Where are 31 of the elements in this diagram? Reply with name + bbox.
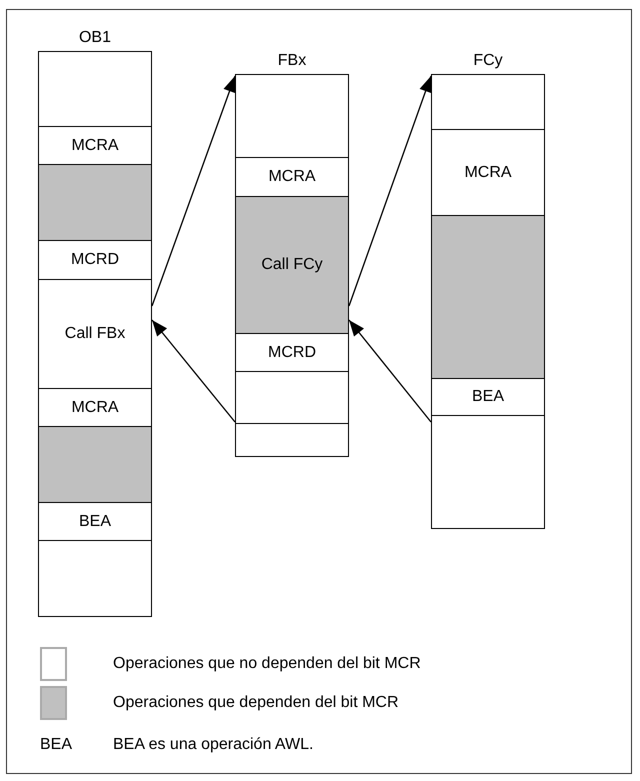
code-segment: MCRA — [38, 388, 152, 427]
call-arrow — [152, 320, 236, 422]
code-segment — [38, 540, 152, 617]
code-segment: MCRA — [38, 126, 152, 165]
mcr-dependent-segment — [431, 215, 545, 379]
code-segment: MCRD — [235, 333, 349, 372]
code-segment — [235, 371, 349, 424]
call-arrow — [348, 320, 432, 422]
code-segment: MCRA — [431, 129, 545, 216]
code-segment — [431, 415, 545, 529]
legend-text: BEA es una operación AWL. — [113, 735, 314, 755]
mcr-dependent-segment — [38, 426, 152, 503]
call-arrow — [151, 76, 236, 306]
code-segment: MCRA — [235, 157, 349, 197]
code-segment: MCRD — [38, 240, 152, 280]
legend-text: Operaciones que dependen del bit MCR — [113, 693, 399, 713]
code-segment — [38, 51, 152, 127]
code-segment: BEA — [431, 378, 545, 416]
mcr-dependent-segment — [38, 164, 152, 241]
code-segment — [235, 423, 349, 457]
block-title: FCy — [472, 51, 504, 71]
mcr-dependent-segment: Call FCy — [235, 196, 349, 334]
block-title: FBx — [276, 51, 308, 71]
code-segment: BEA — [38, 502, 152, 541]
code-segment — [235, 74, 349, 158]
legend-text: Operaciones que no dependen del bit MCR — [113, 654, 421, 674]
legend-abbreviation: BEA — [40, 735, 72, 755]
code-segment — [431, 74, 545, 130]
call-arrow — [348, 76, 432, 306]
code-segment: Call FBx — [38, 279, 152, 389]
block-title: OB1 — [78, 28, 112, 48]
